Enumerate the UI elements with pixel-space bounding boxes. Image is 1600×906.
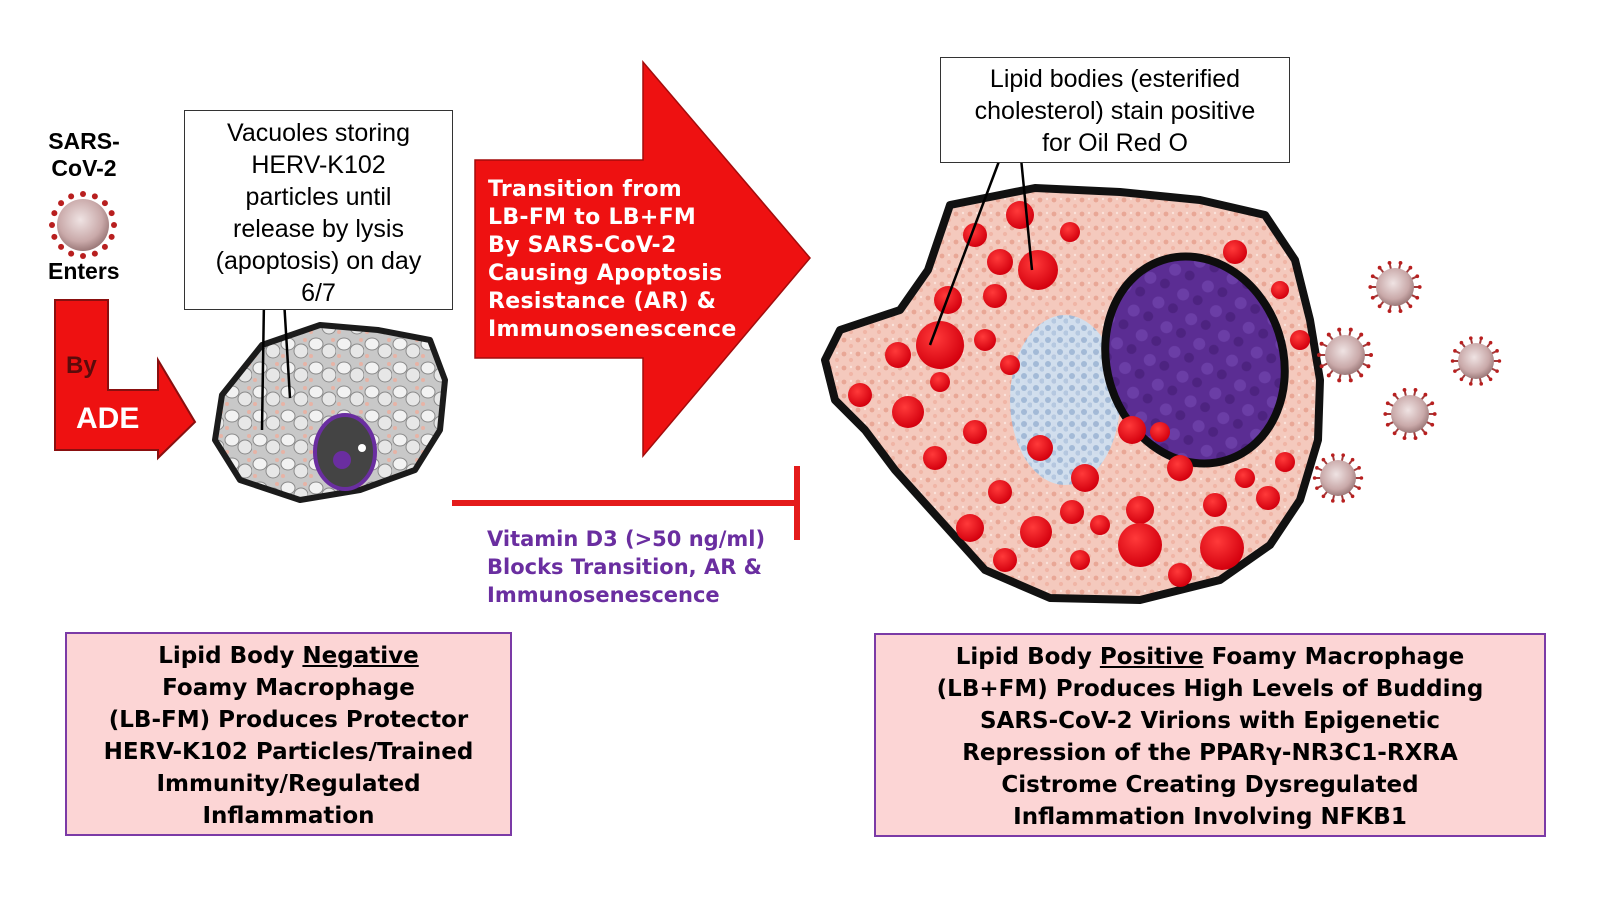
callout-line: particles until [245,183,392,211]
vitamin-d-text: Vitamin D3 (>50 ng/ml) Blocks Transition… [487,525,765,609]
callout-line: for Oil Red O [1042,129,1188,157]
lipid-body [1000,355,1020,375]
lipid-body [987,249,1013,275]
caption-title: Lipid Body Negative [158,643,419,669]
vitamin-d-line1: Vitamin D3 (>50 ng/ml) [487,527,766,551]
callout-line: 6/7 [301,279,336,307]
lipid-body [1006,201,1034,229]
lipid-body [1203,493,1227,517]
lipid-body [983,284,1007,308]
virion-icon [1383,388,1437,440]
lipid-body [1290,330,1310,350]
ade-label: ADE [76,402,140,435]
lipid-body [1070,550,1090,570]
callout-line: HERV-K102 [251,151,386,179]
callout-line: release by lysis [233,215,404,243]
caption-line: Immunity/Regulated [156,771,421,797]
lipid-body [1271,281,1289,299]
enters-label: Enters [48,258,120,284]
virus-label-line1: SARS- [48,128,120,154]
caption-lb-negative: Lipid Body Negative Foamy Macrophage (LB… [65,632,512,836]
lipid-body [916,321,964,369]
lipid-body [1060,500,1084,524]
transition-line: Transition from [488,177,683,202]
lipid-body [963,420,987,444]
lipid-body [1126,496,1154,524]
caption-line: Foamy Macrophage [162,675,415,701]
lb-positive-macrophage [821,184,1324,604]
lipid-body [974,329,996,351]
callout-line: Vacuoles storing [227,119,410,147]
transition-line: Causing Apoptosis [488,261,723,286]
lipid-body [956,514,984,542]
lipid-body [1020,516,1052,548]
negative-emphasis: Negative [302,643,419,669]
lipid-body [988,480,1012,504]
lipid-body [923,446,947,470]
lipid-bodies-callout: Lipid bodies (esterified cholesterol) st… [940,57,1290,163]
lipid-body [930,372,950,392]
lipid-body [993,548,1017,572]
lipid-body [892,396,924,428]
virion-icon [1368,261,1422,313]
lipid-body [1027,435,1053,461]
transition-arrow [474,59,811,459]
caption-title: Lipid Body Positive Foamy Macrophage [955,644,1465,670]
virion-icon [1312,453,1364,503]
callout-pointer-3 [928,147,1006,346]
lipid-body [1018,250,1058,290]
sars-cov-2-label: SARS- CoV-2 [40,128,128,182]
lipid-body [1118,416,1146,444]
positive-emphasis: Positive [1099,644,1204,670]
caption-line: Inflammation Involving NFKB1 [1013,804,1407,830]
lipid-body [1060,222,1080,242]
transition-line: By SARS-CoV-2 [488,233,677,258]
lipid-body [1223,240,1247,264]
callout-line: Lipid bodies (esterified [989,65,1241,93]
virion-icon [1450,336,1502,386]
vitamin-d-line2: Blocks Transition, AR & [487,555,762,579]
lipid-body [885,342,911,368]
lipid-body [1200,526,1244,570]
callout-pointer-4 [1018,147,1034,271]
lipid-body [1118,523,1162,567]
lipid-body [1090,515,1110,535]
caption-line: Cistrome Creating Dysregulated [1001,772,1419,798]
transition-line: Immunosenescence [488,317,737,342]
virus-icon [49,191,117,259]
lb-negative-macrophage [212,322,448,503]
lipid-body [848,383,872,407]
transition-text: Transition from LB-FM to LB+FM By SARS-C… [488,176,737,344]
ade-arrow [54,299,197,461]
caption-line: (LB-FM) Produces Protector [108,707,469,733]
caption-line: Repression of the PPARγ-NR3C1-RXRA [962,740,1458,766]
callout-line: cholesterol) stain positive [974,97,1256,125]
nucleus [1101,252,1289,468]
lipid-body [1235,468,1255,488]
by-label: By [66,352,97,379]
caption-line: HERV-K102 Particles/Trained [103,739,474,765]
caption-line: (LB+FM) Produces High Levels of Budding [936,676,1484,702]
vacuoles-callout: Vacuoles storing HERV-K102 particles unt… [184,110,453,310]
lipid-body [1167,455,1193,481]
transition-line: LB-FM to LB+FM [488,205,697,230]
lipid-body [1256,486,1280,510]
caption-line: Inflammation [202,803,375,829]
callout-pointer-2 [282,299,292,399]
lipid-body [1150,422,1170,442]
caption-lb-positive: Lipid Body Positive Foamy Macrophage (LB… [874,633,1546,837]
virus-label-line2: CoV-2 [51,155,117,181]
callout-pointer-1 [260,299,266,431]
vitamin-d-line3: Immunosenescence [487,583,720,607]
lipid-body [1071,464,1099,492]
lipid-body [1275,452,1295,472]
caption-line: SARS-CoV-2 Virions with Epigenetic [979,708,1441,734]
virion-icon [1317,327,1373,383]
callout-line: (apoptosis) on day [215,247,422,275]
inhibition-line [452,466,800,540]
lipid-body [1168,563,1192,587]
transition-line: Resistance (AR) & [488,289,717,314]
